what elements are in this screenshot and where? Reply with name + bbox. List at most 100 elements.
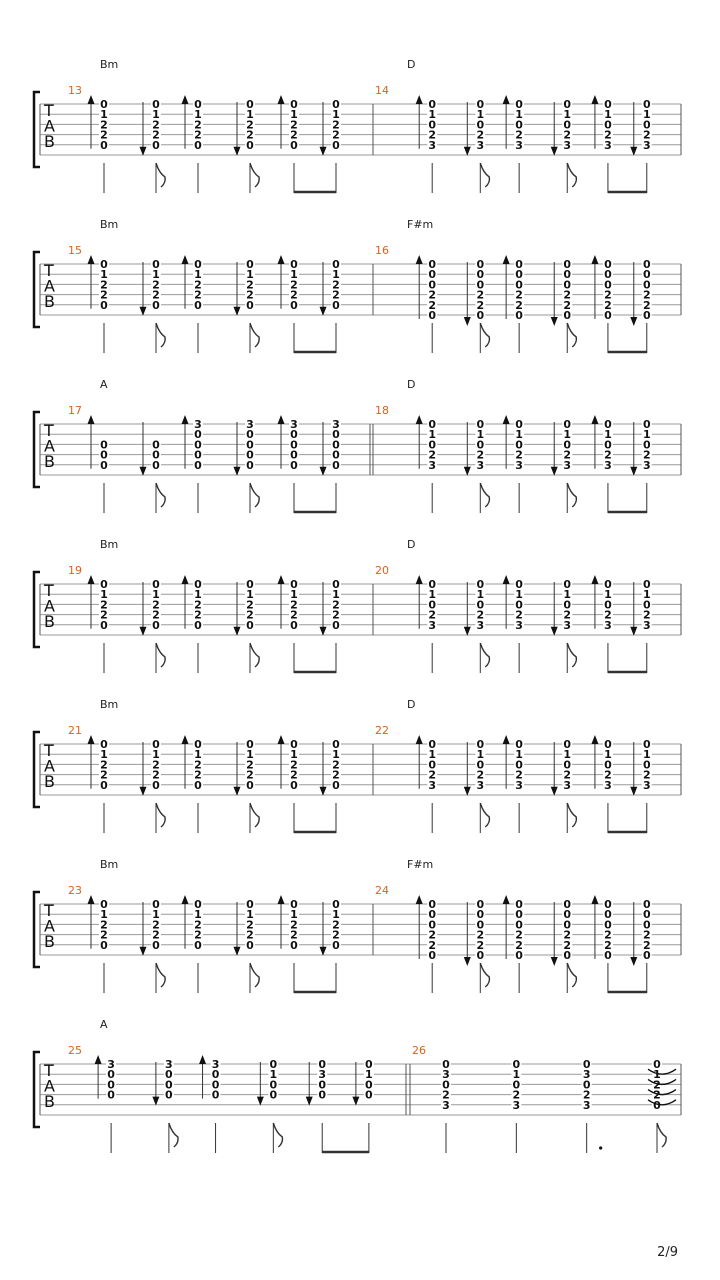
- chord-name: Bm: [100, 538, 119, 551]
- fret-number: 0: [515, 908, 523, 921]
- fret-number: 0: [604, 418, 612, 431]
- fret-number: 0: [563, 438, 571, 451]
- fret-backdrop: [99, 928, 109, 940]
- fret-backdrop: [514, 268, 525, 280]
- fret-number: 2: [332, 598, 340, 611]
- fret-number: 3: [515, 779, 523, 792]
- downstroke-arrow-icon: [256, 1096, 264, 1106]
- fret-number: 2: [653, 1089, 661, 1102]
- fret-number: 2: [515, 929, 523, 942]
- fret-number: 0: [194, 898, 202, 911]
- tab-clef-letter: A: [44, 277, 55, 296]
- measure-number: 20: [375, 564, 389, 577]
- fret-backdrop: [562, 598, 573, 610]
- fret-backdrop: [602, 458, 613, 470]
- fret-number: 1: [246, 268, 254, 281]
- fret-backdrop: [289, 598, 299, 610]
- fret-number: 0: [290, 438, 298, 451]
- fret-number: 2: [246, 118, 254, 131]
- fret-backdrop: [641, 738, 652, 749]
- upstroke-arrow-icon: [181, 415, 189, 424]
- fret-backdrop: [514, 288, 525, 300]
- chord-name: D: [407, 698, 416, 711]
- upstroke-arrow-icon: [502, 95, 510, 104]
- fret-backdrop: [99, 128, 109, 140]
- fret-backdrop: [99, 618, 109, 630]
- fret-backdrop: [475, 118, 486, 130]
- fret-backdrop: [151, 738, 161, 749]
- fret-backdrop: [289, 278, 299, 290]
- fret-number: 1: [643, 108, 651, 121]
- fret-number: 0: [246, 898, 254, 911]
- fret-number: 2: [100, 278, 108, 291]
- fret-backdrop: [151, 768, 161, 780]
- fret-backdrop: [331, 268, 341, 280]
- eighth-flag: [479, 162, 491, 188]
- fret-backdrop: [193, 748, 203, 760]
- fret-backdrop: [602, 309, 613, 320]
- fret-number: 1: [332, 108, 340, 121]
- fret-number: 0: [246, 438, 254, 451]
- fret-backdrop: [289, 588, 299, 600]
- fret-number: 2: [428, 299, 436, 312]
- fret-number: 0: [194, 139, 202, 152]
- fret-backdrop: [427, 298, 438, 310]
- fret-backdrop: [106, 1078, 117, 1090]
- fret-number: 2: [194, 598, 202, 611]
- fret-backdrop: [331, 428, 341, 440]
- fret-backdrop: [151, 98, 161, 109]
- fret-backdrop: [193, 278, 203, 290]
- fret-number: 0: [100, 438, 108, 451]
- fret-backdrop: [427, 258, 438, 269]
- fret-backdrop: [562, 458, 573, 470]
- upstroke-arrow-icon: [591, 415, 599, 424]
- fret-number: 3: [428, 779, 436, 792]
- system-brace: [32, 570, 40, 649]
- fret-backdrop: [427, 618, 438, 630]
- fret-backdrop: [562, 608, 573, 620]
- fret-number: 2: [194, 758, 202, 771]
- fret-backdrop: [427, 428, 438, 440]
- fret-number: 2: [100, 769, 108, 782]
- fret-backdrop: [331, 98, 341, 109]
- fret-number: 1: [152, 268, 160, 281]
- fret-number: 0: [290, 428, 298, 441]
- tab-staff: TAB3000300030000100030001000302301023030…: [32, 1050, 682, 1154]
- eighth-flag: [479, 802, 491, 828]
- fret-number: 0: [604, 758, 612, 771]
- downstroke-arrow-icon: [550, 786, 558, 796]
- downstroke-arrow-icon: [139, 306, 147, 316]
- fret-backdrop: [99, 598, 109, 610]
- fret-number: 0: [246, 428, 254, 441]
- fret-number: 0: [515, 578, 523, 591]
- downstroke-arrow-icon: [319, 306, 327, 316]
- fret-backdrop: [331, 898, 341, 909]
- fret-number: 3: [290, 418, 298, 431]
- fret-number: 2: [100, 129, 108, 142]
- fret-number: 0: [165, 1089, 173, 1102]
- fret-backdrop: [641, 309, 652, 320]
- eighth-flag: [566, 482, 578, 508]
- fret-number: 1: [365, 1068, 373, 1081]
- fret-backdrop: [641, 578, 652, 589]
- fret-number: 2: [643, 299, 651, 312]
- eighth-flag: [566, 322, 578, 348]
- fret-backdrop: [602, 768, 613, 780]
- fret-backdrop: [562, 758, 573, 770]
- fret-number: 0: [194, 619, 202, 632]
- fret-number: 3: [604, 779, 612, 792]
- fret-backdrop: [151, 898, 161, 909]
- tab-clef-letter: A: [44, 757, 55, 776]
- eighth-flag: [566, 962, 578, 988]
- fret-backdrop: [331, 608, 341, 620]
- measure-number: 14: [375, 84, 389, 97]
- fret-number: 2: [604, 929, 612, 942]
- fret-number: 2: [563, 129, 571, 142]
- fret-number: 2: [246, 278, 254, 291]
- fret-number: 0: [332, 449, 340, 462]
- fret-number: 0: [515, 918, 523, 931]
- eighth-flag: [249, 162, 260, 188]
- fret-backdrop: [427, 588, 438, 600]
- fret-backdrop: [475, 898, 486, 909]
